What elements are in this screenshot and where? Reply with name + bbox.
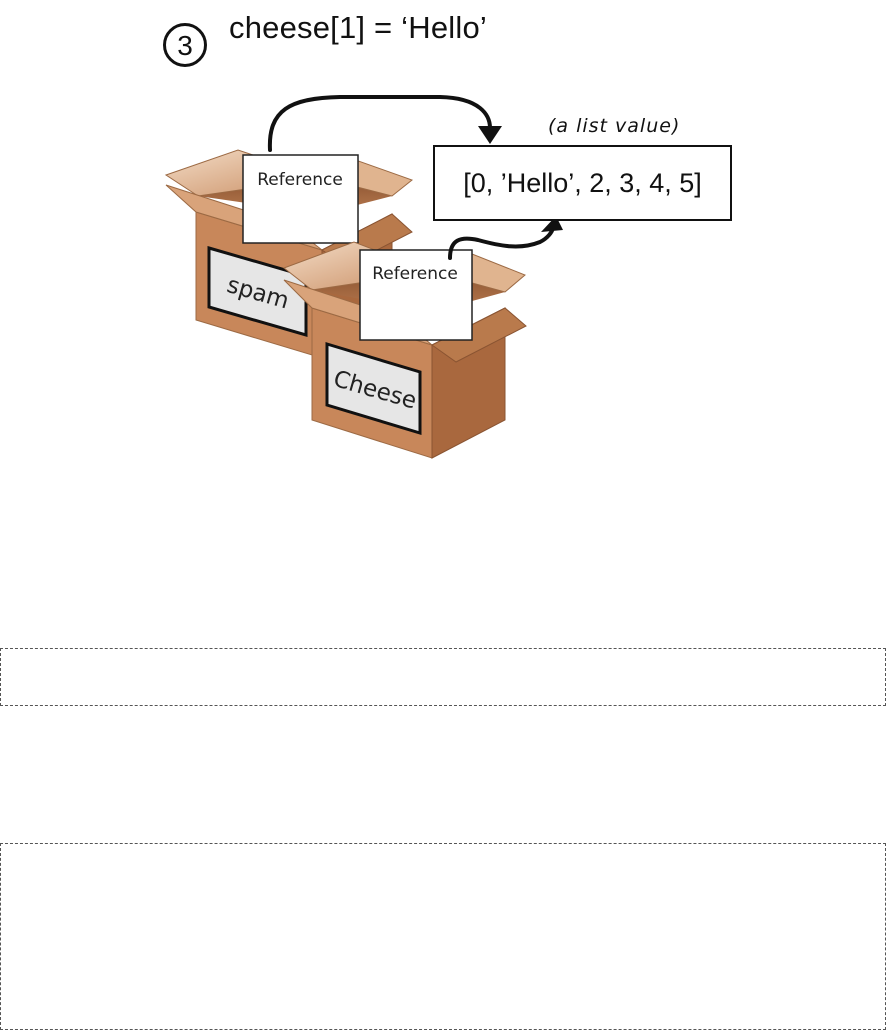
list-value-caption: (a list value) [548, 115, 681, 137]
step-number: 3 [177, 30, 193, 61]
diagram-artwork: Reference spam Reference Cheese [164, 95, 563, 459]
reference-card-cheese-text: Reference [372, 264, 458, 284]
step-code: cheese[1] = ‘Hello’ [229, 10, 487, 45]
empty-frame-1 [0, 648, 886, 706]
spam-label: spam [207, 246, 308, 337]
list-value-box: [0, ’Hello’, 2, 3, 4, 5] [433, 145, 732, 221]
reference-card-spam-text: Reference [257, 170, 343, 190]
cheese-label: Cheese [325, 341, 422, 436]
reference-card-cheese: Reference [359, 249, 473, 341]
empty-frame-2 [0, 843, 886, 1030]
reference-card-spam: Reference [242, 154, 359, 244]
reference-diagram: Reference spam Reference Cheese [0, 0, 888, 470]
arrow-spam-to-list [267, 95, 502, 152]
list-value-contents: [0, ’Hello’, 2, 3, 4, 5] [463, 167, 702, 198]
step-number-badge: 3 [163, 23, 207, 67]
